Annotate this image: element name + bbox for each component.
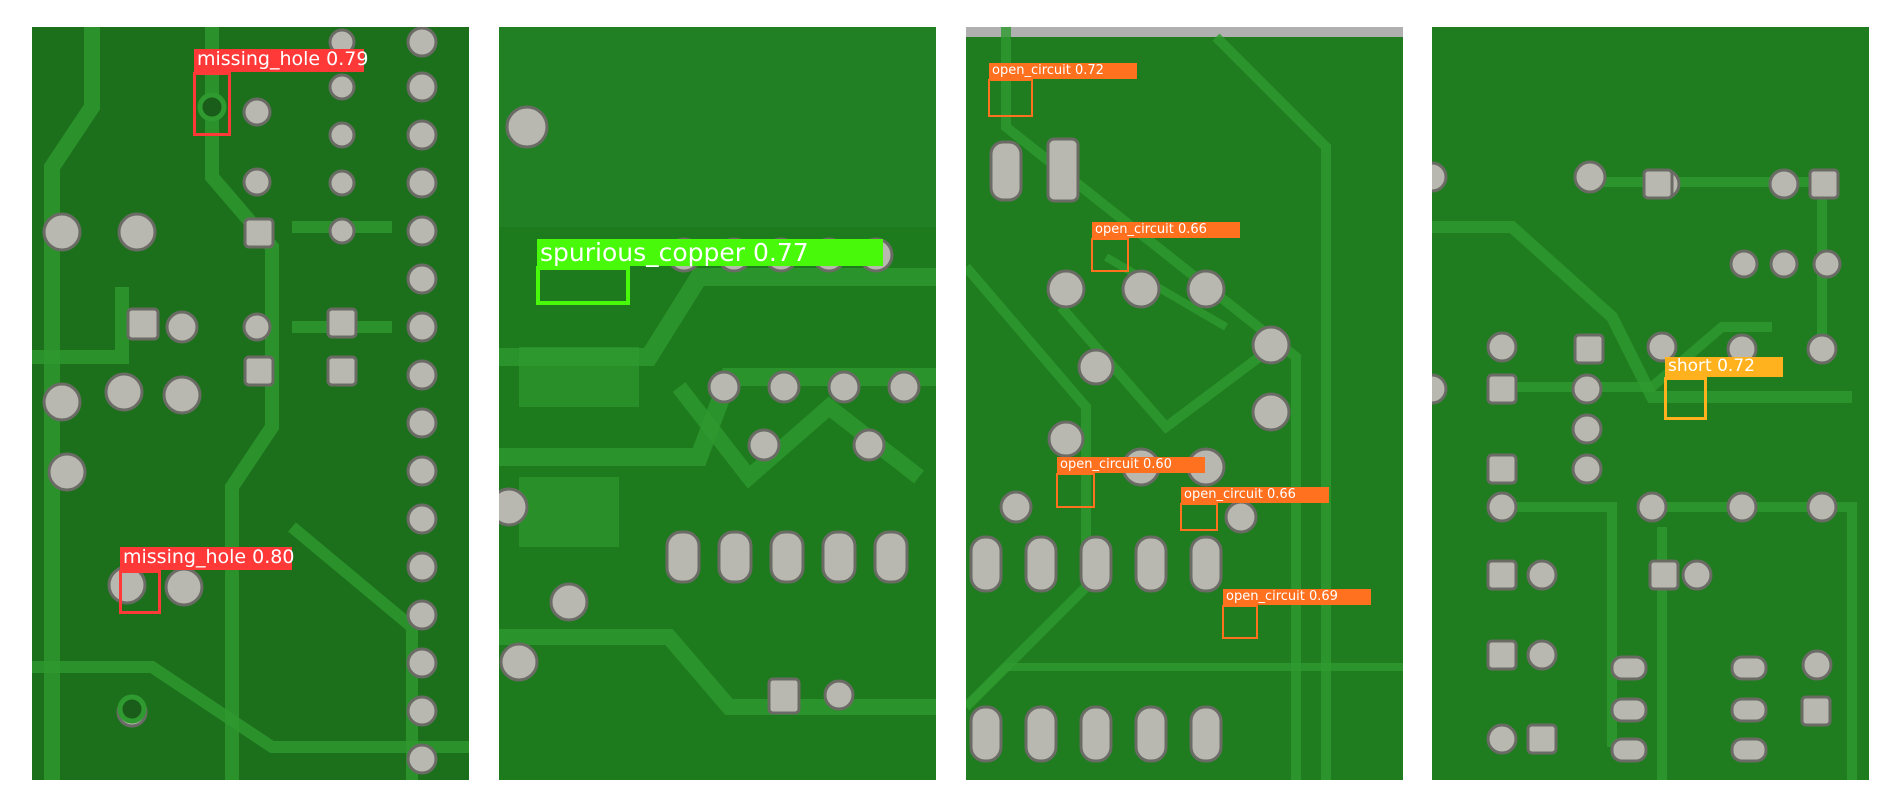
pcb-board-image (499, 27, 936, 780)
detection-class: missing_hole (197, 48, 321, 70)
detection-box (1664, 377, 1707, 420)
pcb-board-image (966, 27, 1403, 780)
detection-score: 0.66 (1267, 487, 1296, 502)
detection-class: open_circuit (1060, 457, 1139, 472)
detection-class: short (1668, 356, 1712, 376)
detection-box (1056, 473, 1095, 508)
detection-label: spurious_copper 0.77 (537, 239, 883, 266)
detection-class: open_circuit (1095, 222, 1174, 237)
detection-label: missing_hole 0.79 (194, 48, 368, 72)
pcb-board-image (32, 27, 469, 780)
detection-box (988, 79, 1033, 117)
pcb-panel-2: spurious_copper 0.77 (499, 27, 936, 780)
pcb-panel-1: missing_hole 0.79 missing_hole 0.80 (32, 27, 469, 780)
detection-score: 0.80 (252, 546, 295, 568)
detection-box (536, 266, 630, 305)
pcb-panel-4: short 0.72 (1432, 27, 1869, 780)
detection-class: open_circuit (1184, 487, 1263, 502)
detection-box (1222, 605, 1258, 639)
pcb-panel-3: open_circuit 0.72 open_circuit 0.66 open… (966, 27, 1403, 780)
pcb-board-image (1432, 27, 1869, 780)
detection-label: open_circuit 0.60 (1057, 457, 1205, 473)
detection-score: 0.79 (326, 48, 369, 70)
detection-label: open_circuit 0.69 (1223, 589, 1371, 605)
detection-label: open_circuit 0.66 (1092, 222, 1240, 238)
detection-box (119, 570, 161, 614)
detection-label: missing_hole 0.80 (120, 546, 295, 570)
detection-score: 0.69 (1309, 589, 1338, 604)
detection-label: open_circuit 0.72 (989, 63, 1137, 79)
detection-score: 0.72 (1717, 356, 1755, 376)
detection-score: 0.77 (753, 238, 809, 267)
detection-label: open_circuit 0.66 (1181, 487, 1329, 503)
detection-box (1091, 238, 1129, 272)
detection-score: 0.66 (1178, 222, 1207, 237)
detection-class: missing_hole (123, 546, 247, 568)
detection-score: 0.72 (1075, 63, 1104, 78)
detection-class: open_circuit (1226, 589, 1305, 604)
detection-class: open_circuit (992, 63, 1071, 78)
detection-class: spurious_copper (540, 238, 746, 267)
detection-box (193, 72, 231, 136)
detection-box (1180, 503, 1218, 531)
detection-label: short 0.72 (1665, 357, 1783, 377)
detection-score: 0.60 (1143, 457, 1172, 472)
